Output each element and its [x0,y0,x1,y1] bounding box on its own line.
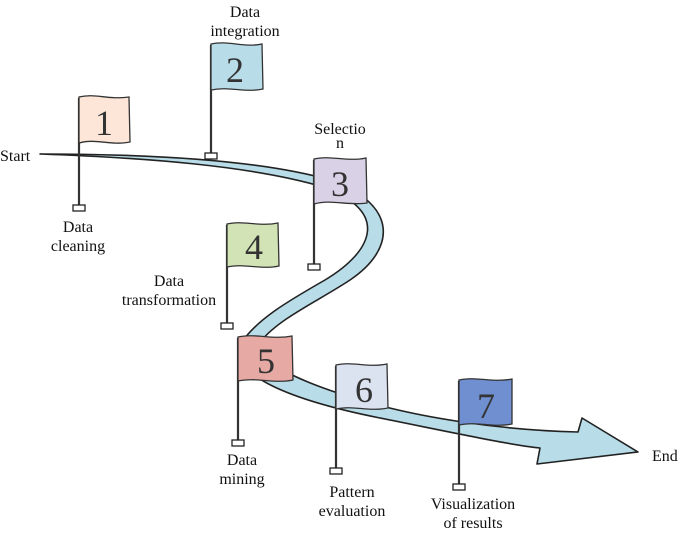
flag-5-cloth [237,335,294,382]
flag-3: 3 [307,157,368,271]
flag-2: 2 [204,42,264,160]
step-1-label-line2: cleaning [50,238,106,255]
flag-1-base [72,204,86,212]
step-2-label-line1: Data [229,4,261,21]
step-4-label-line1: Data [153,273,185,290]
flag-1: 1 [72,95,131,212]
flag-5-base [231,439,245,447]
flag-3-number: 3 [331,164,349,204]
step-1-label-line1: Data [62,219,94,236]
flag-2-base [204,152,218,160]
step-4-label-line2: transformation [121,292,217,309]
flag-7-number: 7 [477,386,495,426]
flag-4-base [220,322,234,330]
step-5-label-line1: Data [226,452,258,469]
flag-2-number: 2 [226,50,244,90]
flag-5-number: 5 [257,341,275,381]
step-1-label: Data cleaning [40,218,116,256]
step-4-label: Data transformation [108,272,230,310]
start-label: Start [0,148,31,165]
step-5-label: Data mining [207,451,277,489]
step-7-label: Visualization of results [418,495,528,533]
flag-2-cloth [210,42,264,91]
step-6-label-line1: Pattern [329,484,375,501]
flag-3-cloth [313,157,368,205]
flag-1-number: 1 [95,103,113,143]
flag-1-cloth [78,95,131,144]
flag-4-cloth [226,222,280,268]
flag-5: 5 [231,335,294,447]
step-2-label: Data integration [195,3,295,41]
end-label: End [652,448,678,465]
flag-3-base [307,263,321,271]
flag-7: 7 [452,378,513,491]
step-6-label: Pattern evaluation [312,483,392,521]
step-6-label-line2: evaluation [318,503,386,520]
step-3-label-line2: n [336,135,344,152]
step-2-label-line2: integration [210,23,280,40]
step-7-label-line1: Visualization [430,496,516,513]
flag-6-base [329,467,343,475]
flag-4: 4 [220,222,280,330]
step-7-label-line2: of results [443,515,503,532]
flag-4-number: 4 [245,227,263,267]
flag-6: 6 [329,363,389,475]
step-3-label-line1: Selectio [314,121,366,138]
flag-6-cloth [335,363,389,410]
flag-7-cloth [458,378,513,426]
flag-6-number: 6 [355,370,373,410]
step-3-label: Selectio n [300,120,380,153]
flag-7-base [452,483,466,491]
step-5-label-line2: mining [219,471,265,488]
